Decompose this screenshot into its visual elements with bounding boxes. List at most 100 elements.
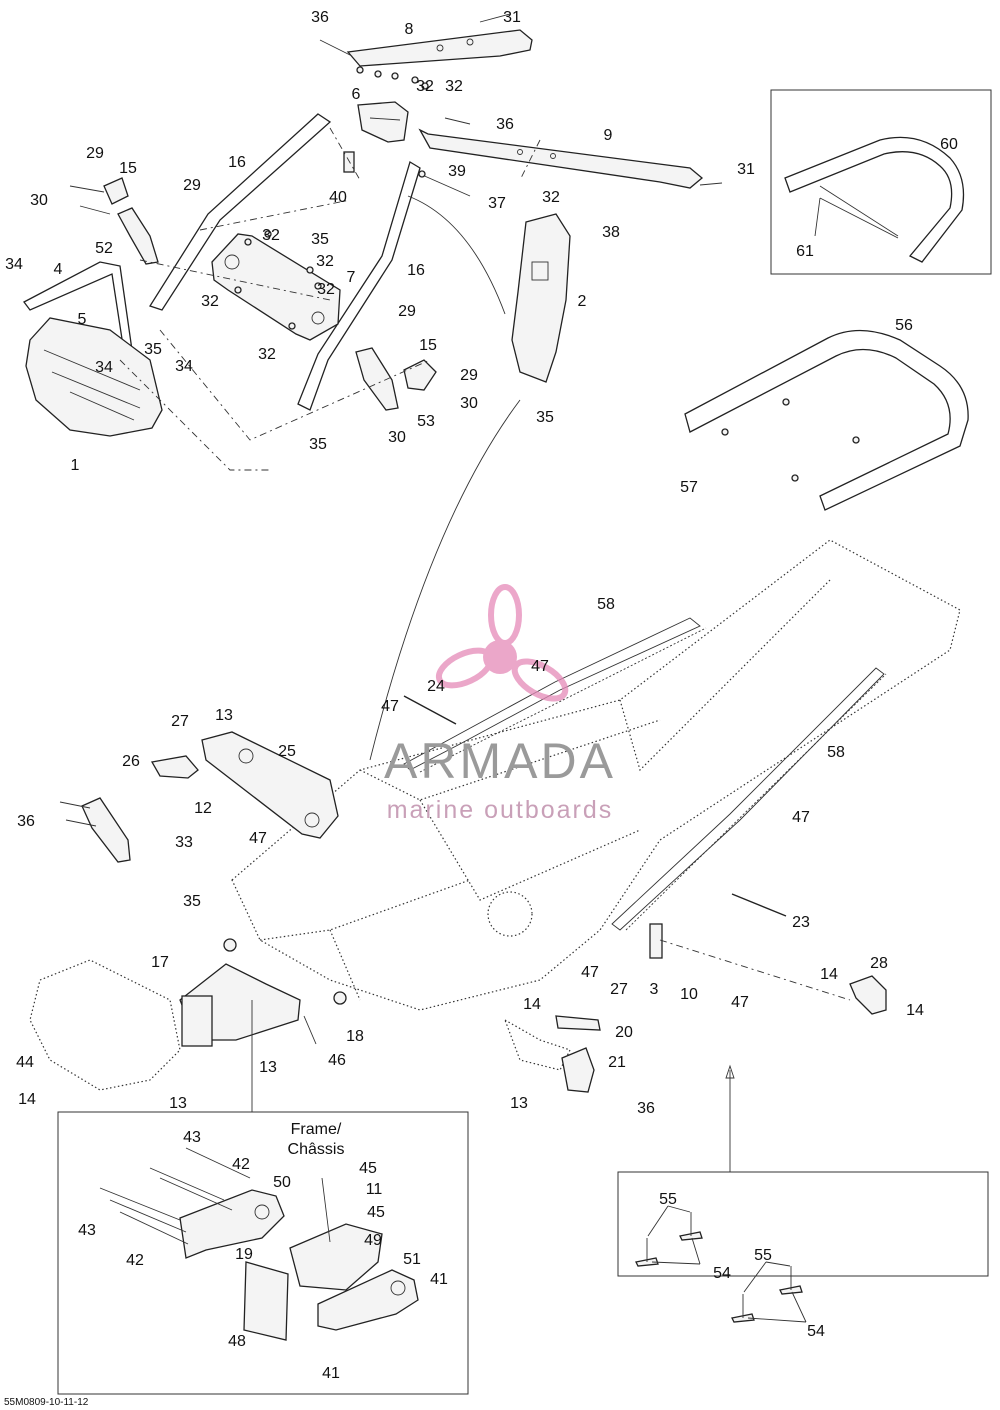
callout-10: 10: [680, 986, 698, 1003]
callout-28: 28: [870, 955, 888, 972]
callout-35: 35: [311, 231, 329, 248]
callout-61: 61: [796, 243, 814, 260]
front-mount-plate: [181, 995, 213, 1047]
callout-34: 34: [5, 256, 23, 273]
side-bracket-left: [81, 797, 131, 863]
callout-23: 23: [792, 914, 810, 931]
callout-13: 13: [169, 1095, 187, 1112]
frame-label-line1: Frame/: [291, 1121, 342, 1138]
callout-48: 48: [228, 1333, 246, 1350]
fastener-group-32-cross: [234, 230, 322, 330]
callout-13: 13: [215, 707, 233, 724]
callout-32: 32: [316, 253, 334, 270]
callout-60: 60: [940, 136, 958, 153]
callout-46: 46: [328, 1052, 346, 1069]
callout-3: 3: [650, 981, 659, 998]
part-18-bumper-stop: [333, 991, 347, 1005]
callout-32: 32: [317, 281, 335, 298]
callout-55: 55: [754, 1247, 772, 1264]
part-23-strip: [731, 893, 787, 917]
callout-35: 35: [536, 409, 554, 426]
callout-40: 40: [329, 189, 347, 206]
callout-8: 8: [405, 21, 414, 38]
frame-label-line2: Châssis: [288, 1141, 345, 1158]
callout-14: 14: [18, 1091, 36, 1108]
callout-47: 47: [249, 830, 267, 847]
part-16-left-tube: [149, 113, 332, 311]
callout-58: 58: [827, 744, 845, 761]
callout-56: 56: [895, 317, 913, 334]
part-16-right-tube: [297, 161, 421, 411]
callout-36: 36: [496, 116, 514, 133]
callout-32: 32: [258, 346, 276, 363]
callout-18: 18: [346, 1028, 364, 1045]
callout-16: 16: [407, 262, 425, 279]
callout-39: 39: [448, 163, 466, 180]
part-60-grab-handle: [784, 136, 965, 263]
callout-11: 11: [366, 1181, 383, 1198]
callout-30: 30: [460, 395, 478, 412]
part-24-strip: [403, 695, 457, 725]
callout-32: 32: [542, 189, 560, 206]
callout-35: 35: [144, 341, 162, 358]
part-53-bracket: [355, 347, 399, 411]
callout-45: 45: [359, 1160, 377, 1177]
callout-36: 36: [311, 9, 329, 26]
part-20-bracket: [555, 1015, 601, 1031]
callout-36: 36: [17, 813, 35, 830]
callout-21: 21: [608, 1054, 626, 1071]
part-7-cross-member: [211, 233, 341, 341]
callout-19: 19: [235, 1246, 253, 1263]
callout-44: 44: [16, 1054, 34, 1071]
watermark-subtitle: marine outboards: [387, 796, 614, 824]
inset-box-part-60: [770, 89, 992, 275]
part-56-rear-bumper: [684, 329, 969, 511]
callout-15: 15: [419, 337, 437, 354]
callout-47: 47: [531, 658, 549, 675]
callout-32: 32: [201, 293, 219, 310]
callout-38: 38: [602, 224, 620, 241]
part-49-mount: [289, 1223, 383, 1291]
callout-13: 13: [259, 1059, 277, 1076]
callout-41: 41: [430, 1271, 448, 1288]
callout-33: 33: [175, 834, 193, 851]
part-8-upper-brace: [346, 29, 533, 67]
callout-55: 55: [659, 1191, 677, 1208]
callout-12: 12: [194, 800, 212, 817]
callout-27: 27: [610, 981, 628, 998]
callout-14: 14: [523, 996, 541, 1013]
part-17-bumper-stop: [223, 938, 237, 952]
part-15-bracket-left: [103, 177, 129, 205]
callout-9: 9: [604, 127, 613, 144]
callout-20: 20: [615, 1024, 633, 1041]
watermark-logo: ARMADA marine outboards: [384, 584, 614, 824]
inset-box-front-suspension: [57, 1111, 469, 1395]
fastener-group-32-top: [356, 66, 429, 90]
part-25-bracket: [201, 731, 339, 839]
callout-34: 34: [175, 358, 193, 375]
part-50-bracket: [179, 1189, 285, 1259]
callout-2: 2: [578, 293, 587, 310]
callout-47: 47: [731, 994, 749, 1011]
callout-57: 57: [680, 479, 698, 496]
callout-30: 30: [388, 429, 406, 446]
callout-45: 45: [367, 1204, 385, 1221]
callout-47: 47: [792, 809, 810, 826]
part-6-plate: [357, 101, 409, 143]
callout-52: 52: [95, 240, 113, 257]
callout-30: 30: [30, 192, 48, 209]
callout-50: 50: [273, 1174, 291, 1191]
fastener-group-57: [721, 398, 860, 482]
part-40-spacer: [343, 151, 355, 173]
callout-1: 1: [71, 457, 80, 474]
part-28-bracket: [849, 975, 887, 1015]
part-58-rail-left: [403, 617, 701, 771]
part-48-plate: [243, 1261, 289, 1341]
callout-4: 4: [54, 261, 63, 278]
part-2-side-plate: [511, 213, 571, 383]
callout-32: 32: [416, 78, 434, 95]
callout-29: 29: [86, 145, 104, 162]
